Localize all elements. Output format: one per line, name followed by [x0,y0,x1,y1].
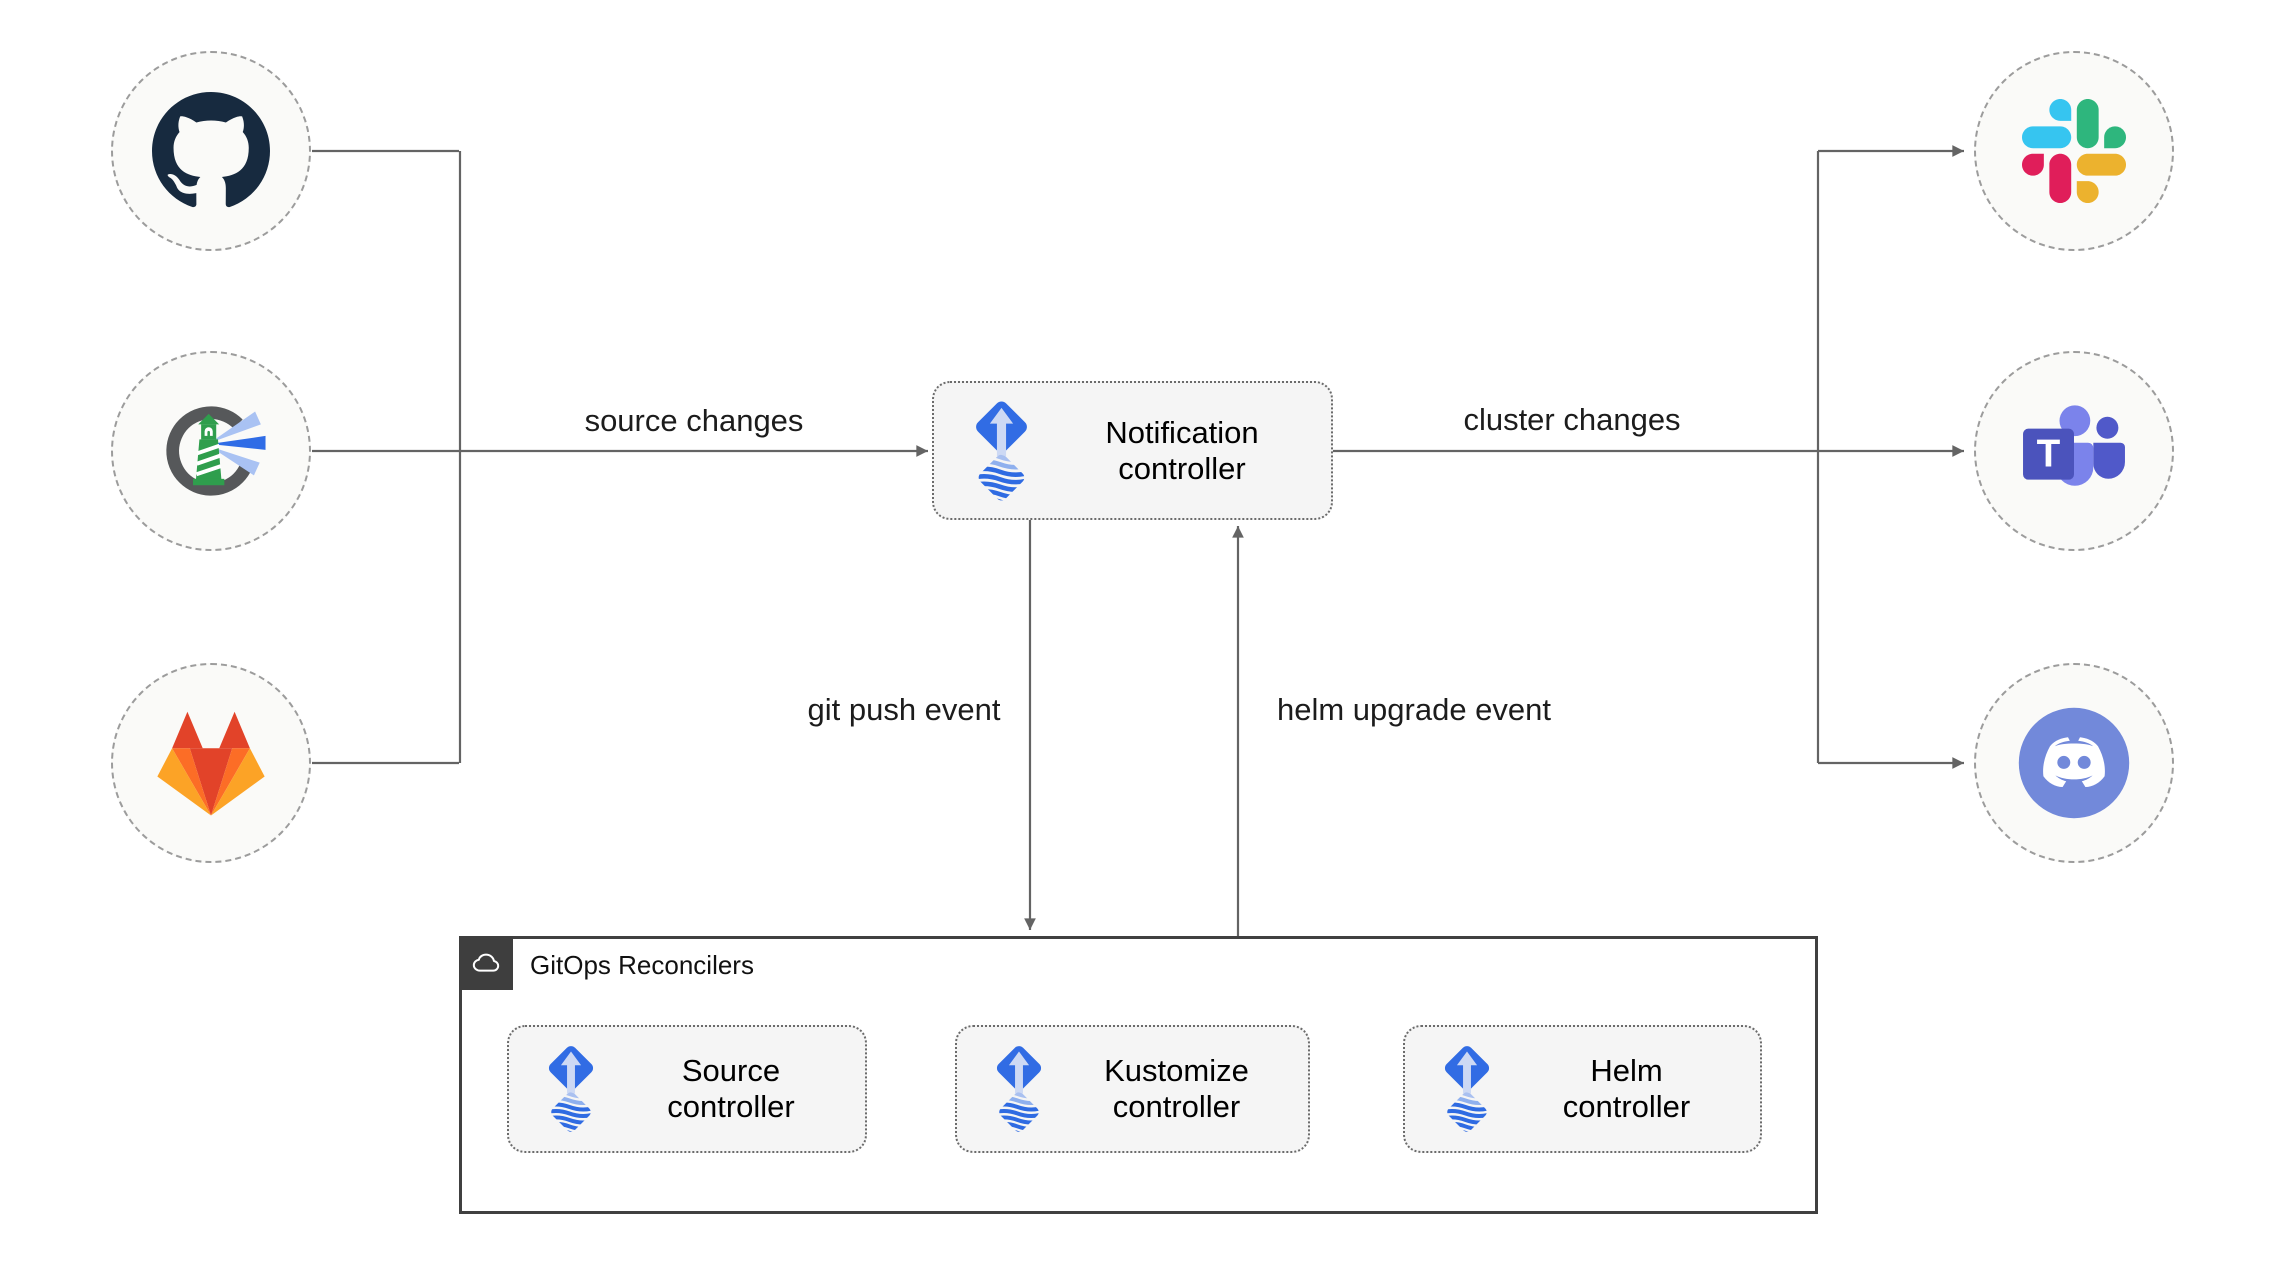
github-icon [152,92,270,208]
node-notification-controller: Notification controller [932,381,1333,520]
kustomize-controller-label: Kustomize controller [1055,1053,1308,1125]
edge-label-cluster-changes: cluster changes [1463,402,1681,437]
edge-label-git-push-event: git push event [807,692,1001,727]
cloud-icon [472,953,500,972]
flux-icon [983,1042,1055,1136]
helm-controller-label-line1: Helm [1590,1053,1663,1089]
node-helm-controller: Helm controller [1403,1025,1762,1153]
node-source-controller: Source controller [507,1025,867,1153]
edge-label-helm-upgrade-event: helm upgrade event [1276,692,1552,727]
endpoint-discord [1974,663,2174,863]
helm-controller-label-line2: controller [1562,1089,1691,1124]
helm-controller-label: Helm controller [1503,1053,1760,1125]
notification-controller-label-line1: Notification [1105,414,1259,450]
group-badge [459,936,513,990]
source-controller-label: Source controller [607,1053,865,1125]
source-controller-label-line2: controller [667,1089,795,1124]
source-controller-label-line1: Source [681,1053,781,1089]
notification-controller-label-line2: controller [1118,450,1246,486]
kustomize-controller-label-line1: Kustomize [1104,1053,1249,1089]
teams-icon: T [2023,404,2125,486]
endpoint-teams: T [1974,351,2174,551]
kustomize-controller-label-line2: controller [1112,1089,1241,1124]
endpoint-harbor [111,351,311,551]
endpoint-slack [1974,51,2174,251]
group-gitops-reconcilers-label: GitOps Reconcilers [530,950,754,980]
flux-icon [1431,1042,1503,1136]
node-kustomize-controller: Kustomize controller [955,1025,1310,1153]
discord-icon [2018,707,2130,819]
teams-logo-letter: T [2037,432,2061,475]
endpoint-github [111,51,311,251]
flux-icon [960,397,1043,505]
gitlab-icon [157,711,265,816]
flux-icon [535,1042,607,1136]
edge-label-source-changes: source changes [584,403,804,438]
slack-icon [2022,99,2126,203]
notification-controller-label: Notification controller [1043,415,1331,487]
endpoint-gitlab [111,663,311,863]
harbor-icon [166,406,266,496]
